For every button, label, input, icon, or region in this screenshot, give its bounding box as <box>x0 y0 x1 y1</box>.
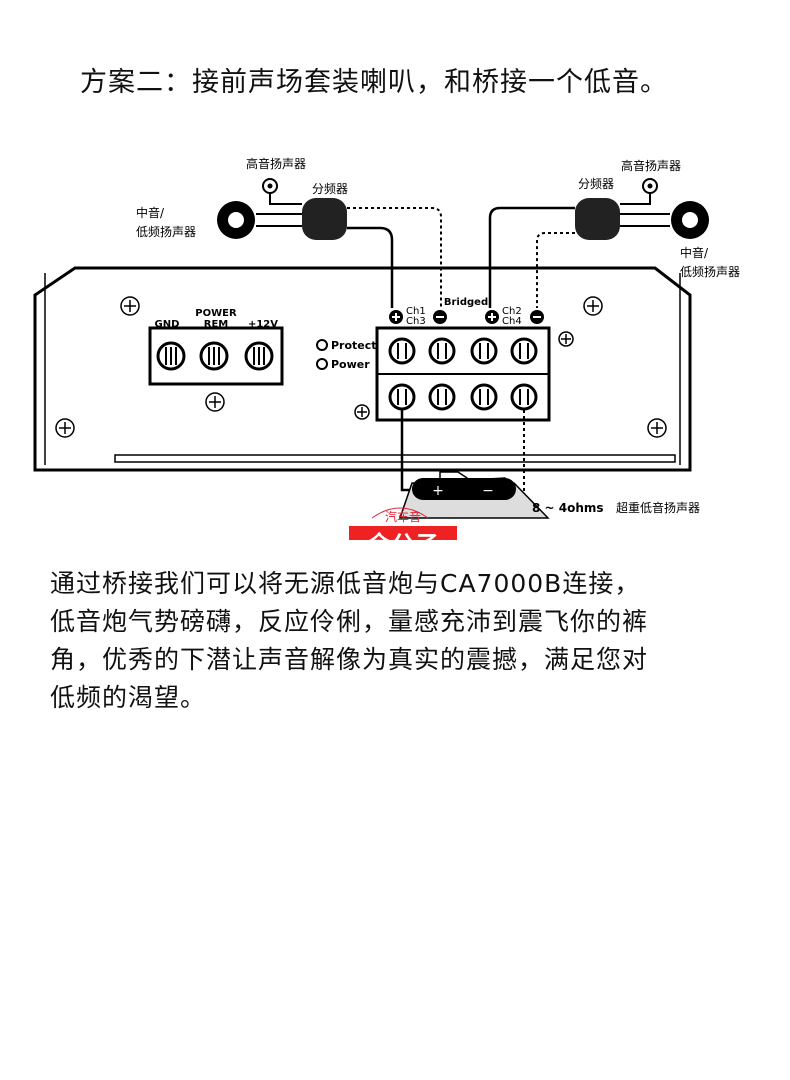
sub-minus-label: − <box>482 483 494 499</box>
left-speaker-set <box>217 178 442 308</box>
power-led-icon <box>316 358 328 370</box>
page-title: 方案二：接前声场套装喇叭，和桥接一个低音。 <box>80 67 668 98</box>
sub-plus-label: + <box>432 483 444 499</box>
watermark-stamp <box>349 507 457 540</box>
protect-led-icon <box>316 339 328 351</box>
stamp-main-text: 余公子 <box>366 531 439 540</box>
stamp-top-text: 汽车音 <box>385 509 421 524</box>
ch4-label: Ch4 <box>502 316 522 327</box>
left-woofer-label-2: 低频扬声器 <box>136 224 196 239</box>
power-label: POWER <box>195 308 237 319</box>
screw-icon <box>55 296 667 438</box>
right-woofer-label-2: 低频扬声器 <box>680 264 740 279</box>
description-paragraph: 通过桥接我们可以将无源低音炮与CA7000B连接， 低音炮气势磅礴，反应伶俐，量… <box>50 565 750 717</box>
right-tweeter-label: 高音扬声器 <box>621 158 681 173</box>
bridged-label: Bridged <box>444 297 488 308</box>
paragraph-line: 角，优秀的下潜让声音解像为真实的震撼，满足您对 <box>50 645 649 674</box>
ch1-label: Ch1 <box>406 306 426 317</box>
right-speaker-set <box>488 178 709 308</box>
12v-label: +12V <box>248 319 278 330</box>
right-crossover-label: 分频器 <box>578 177 614 191</box>
subwoofer-label: 超重低音扬声器 <box>616 500 700 515</box>
subwoofer-icon <box>398 471 550 519</box>
paragraph-line: 通过桥接我们可以将无源低音炮与CA7000B连接， <box>50 569 641 598</box>
subwoofer-impedance-label: 8 ~ 4ohms <box>532 501 604 515</box>
left-crossover-label: 分频器 <box>312 182 348 196</box>
gnd-label: GND <box>155 319 180 330</box>
paragraph-line: 低音炮气势磅礴，反应伶俐，量感充沛到震飞你的裤 <box>50 607 649 636</box>
power-terminal-block <box>148 326 284 386</box>
ch3-label: Ch3 <box>406 316 426 327</box>
left-woofer-label: 中音/ <box>136 205 165 220</box>
power-led-label: Power <box>331 358 370 371</box>
polarity-markers <box>389 310 544 324</box>
rem-label: REM <box>204 319 229 330</box>
right-woofer-label: 中音/ <box>680 245 709 260</box>
speaker-terminal-block <box>375 326 551 422</box>
protect-label: Protect <box>331 339 377 352</box>
left-tweeter-label: 高音扬声器 <box>246 156 306 171</box>
bridged-wiring-diagram: POWER GND REM +12V Protect Power Ch1 Ch3… <box>33 156 740 540</box>
paragraph-line: 低频的渴望。 <box>50 683 207 712</box>
ch2-label: Ch2 <box>502 306 522 317</box>
bridge-positive-wire <box>400 410 412 492</box>
